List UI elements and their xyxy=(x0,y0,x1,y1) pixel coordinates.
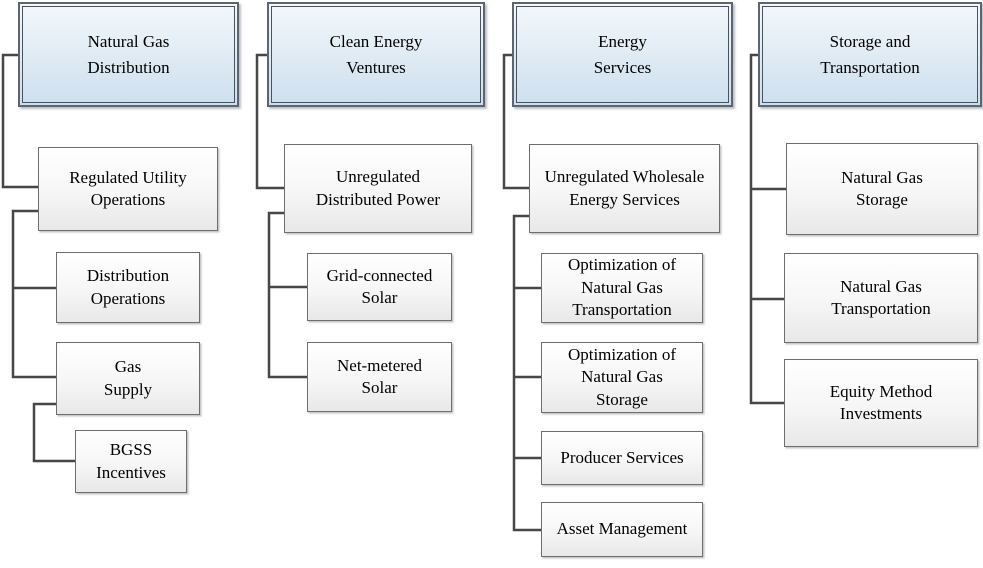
node-label: Producer Services xyxy=(560,447,684,467)
node-label: Natural Gas Storage xyxy=(841,167,923,209)
connector-line xyxy=(512,214,541,532)
node-clean-energy-ventures: Clean Energy Ventures xyxy=(267,2,485,107)
node-label: Unregulated Wholesale Energy Services xyxy=(544,167,705,209)
node-label: Clean Energy Ventures xyxy=(329,32,423,77)
connector-line xyxy=(267,211,307,379)
node-regulated-utility-operations: Regulated Utility Operations xyxy=(38,147,218,231)
node-natural-gas-distribution: Natural Gas Distribution xyxy=(18,2,239,107)
node-optimization-natural-gas-transportation: Optimization of Natural Gas Transportati… xyxy=(541,253,703,323)
node-gas-supply: Gas Supply xyxy=(56,342,200,415)
node-label: Regulated Utility Operations xyxy=(69,167,187,209)
connector-line xyxy=(502,53,529,190)
node-label: Net-metered Solar xyxy=(337,355,422,397)
node-producer-services: Producer Services xyxy=(541,431,703,485)
node-optimization-natural-gas-storage: Optimization of Natural Gas Storage xyxy=(541,342,703,413)
node-energy-services: Energy Services xyxy=(512,2,733,107)
node-label: Optimization of Natural Gas Storage xyxy=(567,344,677,409)
node-distribution-operations: Distribution Operations xyxy=(56,252,200,323)
node-equity-method-investments: Equity Method Investments xyxy=(784,359,978,447)
node-natural-gas-transportation: Natural Gas Transportation xyxy=(784,253,978,343)
node-label: Natural Gas Distribution xyxy=(87,32,170,77)
connector-line xyxy=(1,53,38,189)
node-net-metered-solar: Net-metered Solar xyxy=(307,342,452,412)
connector-line xyxy=(749,53,784,405)
node-unregulated-wholesale-energy-services: Unregulated Wholesale Energy Services xyxy=(529,144,720,233)
node-label: Storage and Transportation xyxy=(820,32,920,77)
node-natural-gas-storage: Natural Gas Storage xyxy=(786,143,978,235)
node-label: Gas Supply xyxy=(103,357,153,399)
connector-line xyxy=(32,402,75,463)
node-label: Grid-connected Solar xyxy=(326,265,433,307)
node-grid-connected-solar: Grid-connected Solar xyxy=(307,253,452,321)
node-label: Optimization of Natural Gas Transportati… xyxy=(567,255,677,320)
node-bgss-incentives: BGSS Incentives xyxy=(75,430,187,493)
node-label: Equity Method Investments xyxy=(829,381,933,423)
node-label: BGSS Incentives xyxy=(96,440,166,482)
node-asset-management: Asset Management xyxy=(541,502,703,557)
node-label: Natural Gas Transportation xyxy=(831,276,931,318)
node-unregulated-distributed-power: Unregulated Distributed Power xyxy=(284,144,472,233)
node-storage-and-transportation: Storage and Transportation xyxy=(758,2,982,107)
node-label: Energy Services xyxy=(593,32,652,77)
node-label: Asset Management xyxy=(556,519,688,539)
connector-line xyxy=(255,53,284,190)
connector-line xyxy=(11,209,56,379)
node-label: Unregulated Distributed Power xyxy=(315,167,441,209)
node-label: Distribution Operations xyxy=(86,266,170,308)
